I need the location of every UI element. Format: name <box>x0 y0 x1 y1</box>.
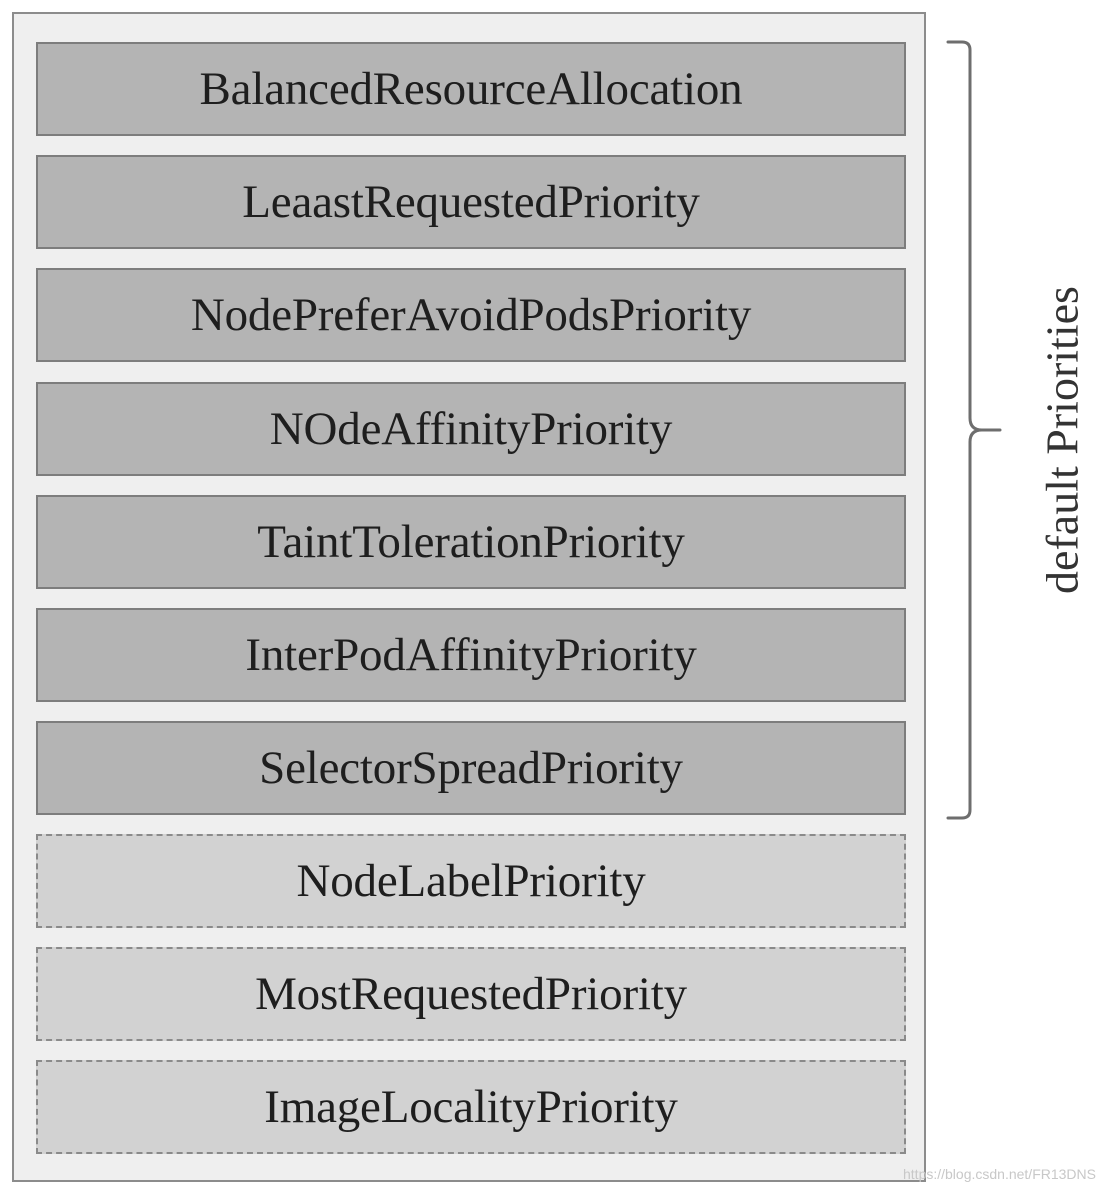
default-priorities-brace <box>946 40 1002 820</box>
priority-box-image-locality: ImageLocalityPriority <box>36 1060 906 1154</box>
priority-box-node-prefer-avoid-pods: NodePreferAvoidPodsPriority <box>36 268 906 362</box>
priority-box-node-affinity: NOdeAffinityPriority <box>36 382 906 476</box>
priority-box-node-label: NodeLabelPriority <box>36 834 906 928</box>
priority-box-selector-spread: SelectorSpreadPriority <box>36 721 906 815</box>
priority-box-most-requested: MostRequestedPriority <box>36 947 906 1041</box>
priorities-container: BalancedResourceAllocation LeaastRequest… <box>12 12 926 1182</box>
default-priorities-label: default Priorities <box>1036 286 1088 594</box>
priority-box-least-requested: LeaastRequestedPriority <box>36 155 906 249</box>
priority-box-taint-toleration: TaintTolerationPriority <box>36 495 906 589</box>
watermark: https://blog.csdn.net/FR13DNS <box>903 1166 1096 1182</box>
priority-box-balanced-resource-allocation: BalancedResourceAllocation <box>36 42 906 136</box>
priority-box-inter-pod-affinity: InterPodAffinityPriority <box>36 608 906 702</box>
